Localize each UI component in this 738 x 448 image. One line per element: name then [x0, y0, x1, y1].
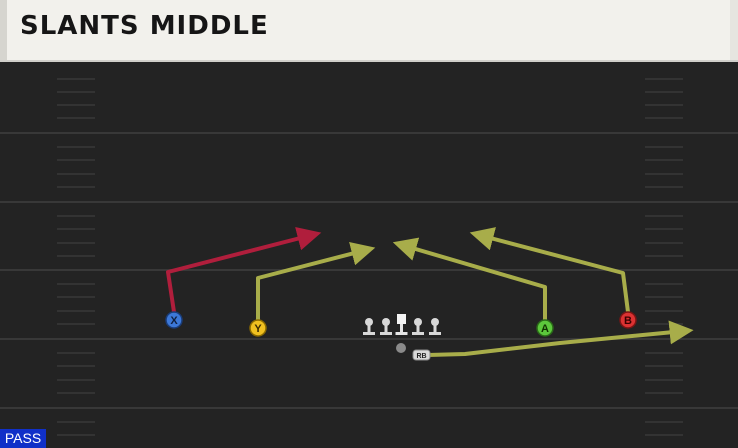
lineman-icon [380, 318, 392, 335]
header-edge [730, 0, 738, 60]
header-accent [0, 0, 7, 60]
route-y [256, 241, 376, 322]
quarterback-marker [396, 343, 406, 353]
receiver-a-marker [536, 319, 554, 337]
header: SLANTS MIDDLE [0, 0, 738, 62]
receiver-x-label: X [170, 315, 178, 327]
lineman-icon [412, 318, 424, 335]
play-title: SLANTS MIDDLE [20, 11, 269, 41]
hash-marks-right [645, 78, 683, 436]
play-type-badge: PASS [0, 429, 46, 448]
receiver-y: Y [249, 319, 267, 337]
lineman-icon [429, 318, 441, 335]
route-b [469, 227, 630, 314]
running-back-marker [412, 349, 431, 361]
lineman-icon [363, 318, 375, 335]
running-back-label: RB [416, 353, 426, 360]
receiver-x-marker [165, 311, 183, 329]
route-x [166, 226, 322, 314]
running-back-badge: RB [412, 349, 431, 361]
hash-marks-left [57, 78, 95, 436]
receiver-b-marker [619, 311, 637, 329]
receiver-y-marker [249, 319, 267, 337]
offensive-line [363, 314, 441, 335]
field: RB X Y A B [0, 62, 738, 448]
receiver-x: X [165, 311, 183, 329]
receiver-b: B [619, 311, 637, 329]
route-rb [426, 320, 694, 357]
receiver-y-label: Y [254, 323, 262, 335]
field-surface [0, 62, 738, 448]
receiver-a-label: A [541, 323, 549, 335]
center-icon [395, 314, 408, 335]
receiver-b-label: B [624, 315, 632, 327]
receiver-a: A [536, 319, 554, 337]
route-a [392, 237, 547, 322]
